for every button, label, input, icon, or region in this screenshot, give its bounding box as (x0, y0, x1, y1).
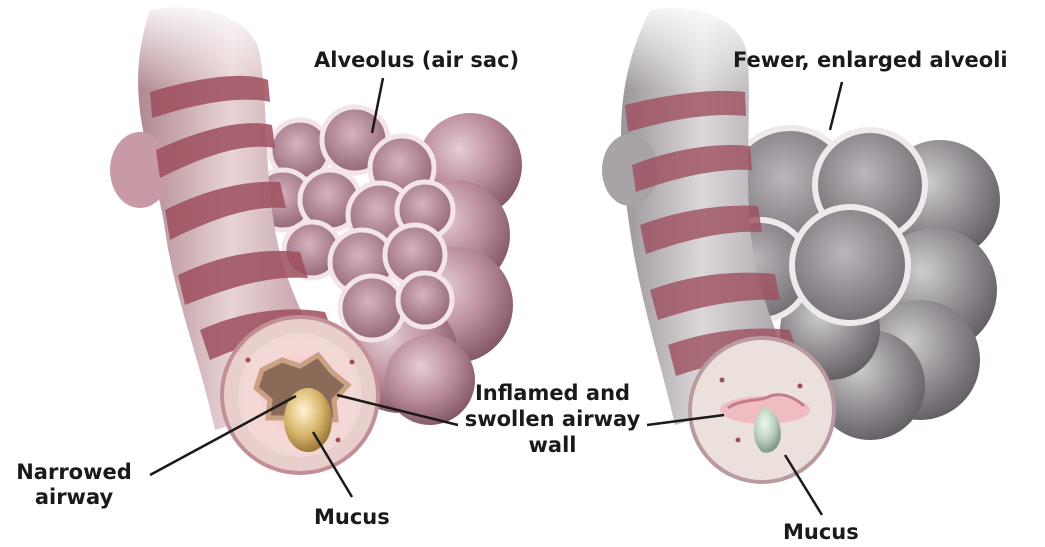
leader-enlarged-alveoli (830, 82, 842, 130)
inflamed-wall-line-2: swollen airway (455, 406, 650, 432)
narrowed-airway-line-2: airway (14, 485, 134, 510)
narrowed-airway-line-1: Narrowed (14, 460, 134, 485)
inflamed-wall-line-3: wall (455, 432, 650, 458)
inflamed-wall-line-1: Inflamed and (455, 380, 650, 406)
enlarged-alveoli-label: Fewer, enlarged alveoli (733, 48, 1008, 73)
inflamed-wall-label: Inflamed and swollen airway wall (455, 380, 650, 458)
alveolus-label: Alveolus (air sac) (314, 48, 519, 73)
narrowed-airway-label: Narrowed airway (14, 460, 134, 510)
right-mucus-label: Mucus (783, 520, 859, 545)
left-airway-cross-section (222, 317, 378, 473)
right-airway-cross-section (690, 338, 834, 482)
left-mucus-label: Mucus (314, 505, 390, 530)
